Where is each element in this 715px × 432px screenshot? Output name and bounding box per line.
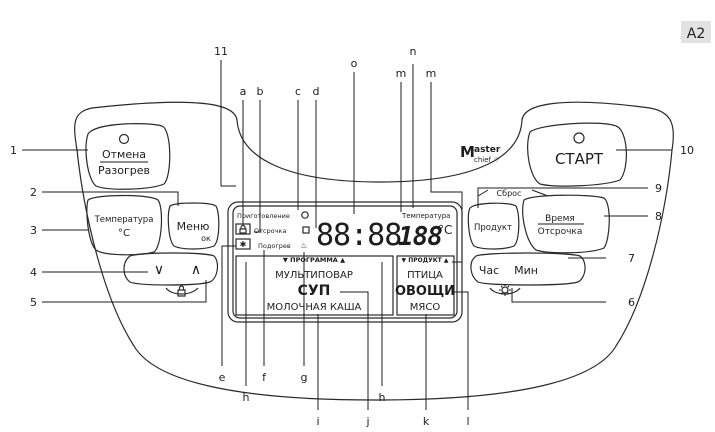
fan-icon: ✱ <box>240 240 247 249</box>
program-soup: СУП <box>298 283 331 299</box>
menu-label: Меню <box>177 220 210 233</box>
temp-unit: °C <box>438 223 452 237</box>
page-tag-box <box>681 21 711 43</box>
callout-2: 2 <box>30 186 37 199</box>
callout-m-right: m <box>426 67 437 80</box>
program-milk-porridge: МОЛОЧНАЯ КАША <box>267 302 362 313</box>
callout-l: l <box>466 415 469 428</box>
callout-b: b <box>257 85 264 98</box>
product-meat: МЯСО <box>410 302 441 313</box>
start-button[interactable]: СТАРТ <box>527 122 627 187</box>
callout-labels: 1 2 3 4 5 10 9 8 7 6 11 a b c d o m n m … <box>10 45 694 428</box>
product-label: Продукт <box>474 223 512 233</box>
menu-ok-button[interactable]: Меню ок <box>167 202 220 250</box>
leader-lines <box>22 60 672 410</box>
time-delay-button[interactable]: Время Отсрочка <box>522 194 610 254</box>
gear-icon <box>499 284 511 296</box>
ok-label: ок <box>201 234 211 243</box>
callout-m-left: m <box>396 67 407 80</box>
brand-logo: M aster chief ♡ <box>460 143 501 164</box>
callout-o: o <box>351 57 358 70</box>
hour-minute-rocker[interactable]: Час Мин <box>470 252 586 286</box>
callout-10: 10 <box>680 144 694 157</box>
product-poultry: ПТИЦА <box>407 270 443 281</box>
up-arrow-icon[interactable]: ∧ <box>191 262 201 278</box>
brand-line1: aster <box>474 145 501 155</box>
down-up-rocker[interactable]: ∨ ∧ <box>123 252 219 286</box>
program-multicooker: МУЛЬТИПОВАР <box>275 270 353 281</box>
callout-1: 1 <box>10 144 17 157</box>
brand-line2: chief ♡ <box>474 156 500 164</box>
callout-g: g <box>301 371 308 384</box>
temp-label: Температура <box>401 212 450 220</box>
product-vegetables: ОВОЩИ <box>395 284 455 299</box>
delay-button-label: Отсрочка <box>538 227 583 237</box>
product-label-lcd: ▼ ПРОДУКТ ▲ <box>402 257 449 264</box>
callout-j: j <box>365 415 369 428</box>
fan-indicator-box <box>235 238 251 250</box>
callout-6: 6 <box>628 296 635 309</box>
callout-9: 9 <box>655 182 662 195</box>
temperature-button[interactable]: Температура °C <box>86 194 163 256</box>
callout-h-right: h <box>379 391 386 404</box>
delay-label: Отсрочка <box>254 227 286 235</box>
callout-3: 3 <box>30 224 37 237</box>
callout-c: c <box>295 85 301 98</box>
reset-label-group: Сброс <box>477 189 549 198</box>
callout-e: e <box>219 371 226 384</box>
callout-5: 5 <box>30 296 37 309</box>
callout-4: 4 <box>30 266 37 279</box>
callout-n: n <box>410 45 417 58</box>
program-label: ▼ ПРОГРАММА ▲ <box>283 256 345 264</box>
lock-indicator-icon <box>239 224 247 234</box>
steam-icon: ♨ <box>300 241 307 250</box>
reheat-label: Разогрев <box>98 164 150 177</box>
start-label: СТАРТ <box>555 150 604 168</box>
minute-label[interactable]: Мин <box>514 264 538 277</box>
callout-i: i <box>316 415 319 428</box>
callout-f: f <box>262 371 267 384</box>
warm-label: Подогрев <box>258 242 291 250</box>
callout-7: 7 <box>628 252 635 265</box>
temp-value: 188 <box>398 222 442 252</box>
time-label: Время <box>545 214 575 224</box>
callout-a: a <box>240 85 247 98</box>
lock-arc <box>165 287 199 295</box>
delay-clock-icon <box>302 226 310 234</box>
hour-label[interactable]: Час <box>479 264 499 277</box>
brand-initial: M <box>460 143 475 161</box>
program-box <box>235 255 394 316</box>
cancel-reheat-button[interactable]: Отмена Разогрев <box>85 123 171 190</box>
product-button[interactable]: Продукт <box>467 202 520 250</box>
child-lock-icon <box>177 285 186 297</box>
panel-outline <box>74 101 674 401</box>
cancel-label: Отмена <box>102 148 146 161</box>
prep-label: Приготовление <box>237 212 290 220</box>
callout-d: d <box>313 85 320 98</box>
start-led-icon <box>573 132 585 144</box>
page-tag: A2 <box>687 26 705 42</box>
indicator-led-icon <box>118 133 130 145</box>
lcd-display: Приготовление Отсрочка ✱ Подогрев ♨ 88:8… <box>227 201 463 323</box>
time-digits: 88:88 <box>316 218 401 253</box>
reset-label: Сброс <box>497 189 522 198</box>
callout-k: k <box>423 415 430 428</box>
callout-11: 11 <box>214 45 228 58</box>
callout-8: 8 <box>655 210 662 223</box>
temperature-label: Температура <box>94 215 154 225</box>
celsius-label: °C <box>118 228 130 239</box>
down-arrow-icon[interactable]: ∨ <box>154 262 164 278</box>
callout-h-left: h <box>243 391 250 404</box>
prep-clock-icon <box>301 211 309 219</box>
